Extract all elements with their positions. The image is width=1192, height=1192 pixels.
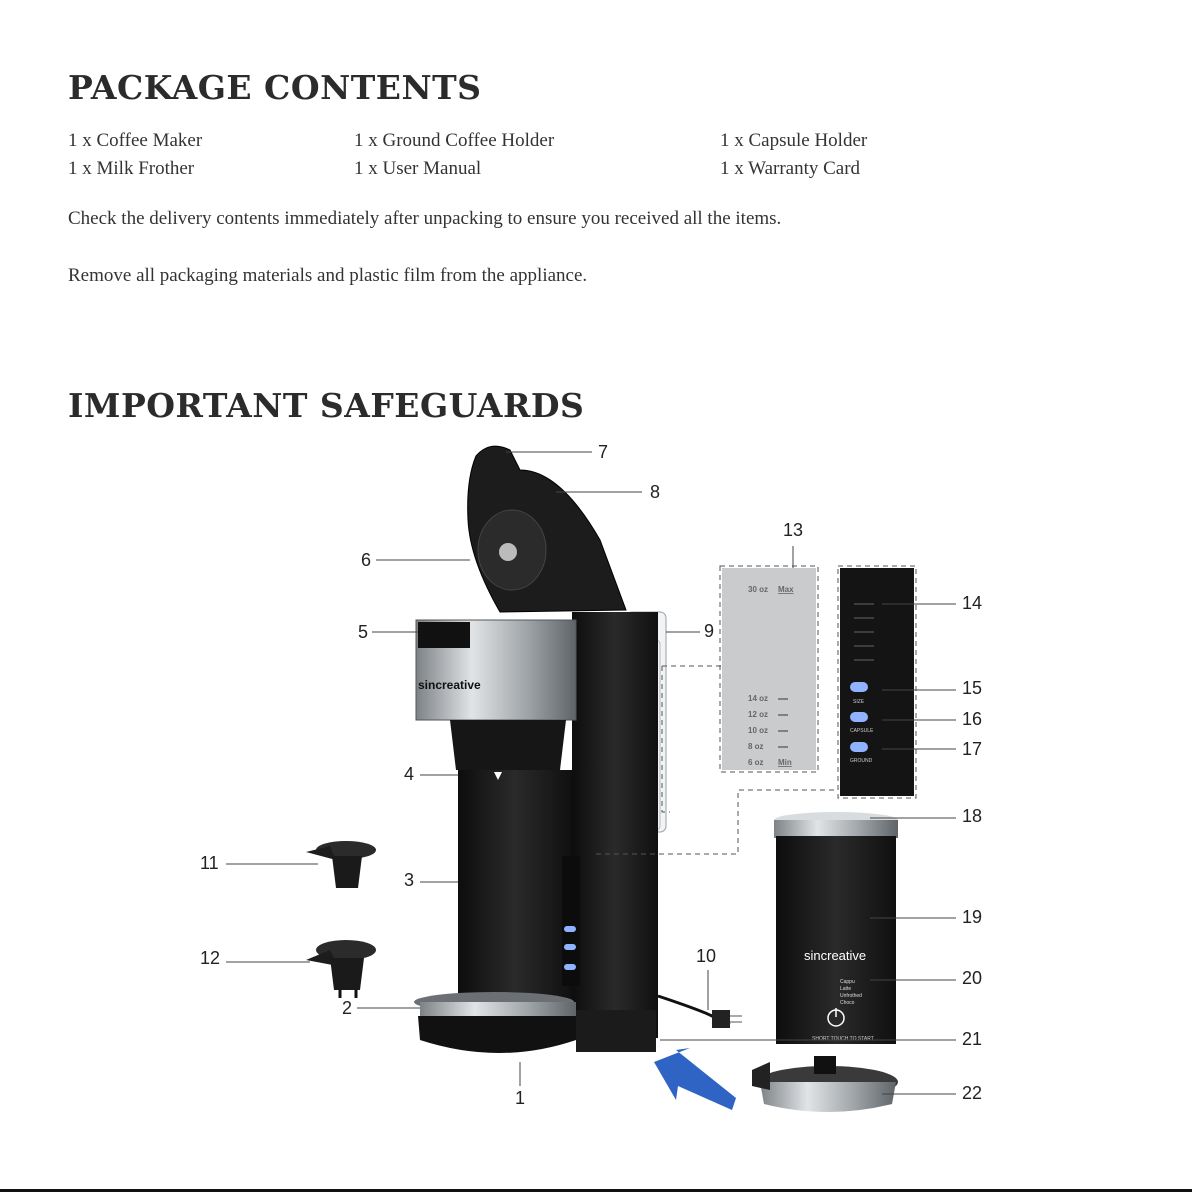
frother-mode: Unfrothed	[840, 993, 862, 999]
callout-16: 16	[962, 709, 982, 730]
frother-mode: Choco	[840, 1000, 855, 1006]
check-contents-text: Check the delivery contents immediately …	[68, 208, 781, 230]
callout-13: 13	[783, 520, 803, 541]
scale-label: 8 oz	[748, 742, 764, 751]
callout-22: 22	[962, 1083, 982, 1104]
frother-start-text: SHORT TOUCH TO START	[812, 1036, 874, 1042]
brand-text: sincreative	[418, 678, 481, 692]
callout-2: 2	[342, 998, 352, 1019]
remove-packaging-text: Remove all packaging materials and plast…	[68, 265, 587, 287]
callout-4: 4	[404, 764, 414, 785]
arrow-icon	[654, 1048, 736, 1110]
content-item: 1 x User Manual	[354, 158, 481, 180]
callout-3: 3	[404, 870, 414, 891]
scale-label: Min	[778, 758, 792, 767]
scale-label: 30 oz	[748, 585, 768, 594]
content-item: 1 x Capsule Holder	[720, 130, 867, 152]
scale-label: Max	[778, 585, 794, 594]
content-item: 1 x Ground Coffee Holder	[354, 130, 554, 152]
frother-mode: Latte	[840, 986, 851, 992]
callout-15: 15	[962, 678, 982, 699]
tank-scale-panel: 30 oz Max 14 oz 12 oz 10 oz 8 oz 6 oz Mi…	[722, 568, 816, 770]
frother-brand-text: sincreative	[804, 948, 866, 963]
callout-12: 12	[200, 948, 220, 969]
panel-label: SIZE	[853, 699, 865, 705]
callout-10: 10	[696, 946, 716, 967]
milk-frother: sincreative Cappu Latte Unfrothed Choco …	[752, 812, 898, 1112]
callout-6: 6	[361, 550, 371, 571]
coffee-maker: sincreative	[414, 446, 742, 1053]
frother-mode: Cappu	[840, 979, 855, 985]
size-button-icon	[850, 682, 868, 692]
callout-20: 20	[962, 968, 982, 989]
callout-21: 21	[962, 1029, 982, 1050]
callout-1: 1	[515, 1088, 525, 1109]
package-contents-title: PACKAGE CONTENTS	[68, 68, 482, 107]
callout-5: 5	[358, 622, 368, 643]
content-item: 1 x Coffee Maker	[68, 130, 202, 152]
content-item: 1 x Warranty Card	[720, 158, 860, 180]
control-panel-zoom: SIZE CAPSULE GROUND	[840, 568, 914, 796]
scale-label: 12 oz	[748, 710, 768, 719]
callout-7: 7	[598, 442, 608, 463]
callout-18: 18	[962, 806, 982, 827]
callout-14: 14	[962, 593, 982, 614]
scale-label: 6 oz	[748, 758, 764, 767]
ground-coffee-holder	[306, 940, 376, 998]
capsule-button-icon	[850, 712, 868, 722]
panel-label: GROUND	[850, 758, 873, 764]
panel-label: CAPSULE	[850, 728, 874, 734]
important-safeguards-title: IMPORTANT SAFEGUARDS	[68, 386, 584, 425]
scale-label: 10 oz	[748, 726, 768, 735]
callout-17: 17	[962, 739, 982, 760]
scale-label: 14 oz	[748, 694, 768, 703]
product-diagram: sincreative 30 oz Max 14 o	[0, 430, 1192, 1190]
content-item: 1 x Milk Frother	[68, 158, 194, 180]
callout-19: 19	[962, 907, 982, 928]
ground-button-icon	[850, 742, 868, 752]
callout-11: 11	[200, 853, 219, 874]
callout-8: 8	[650, 482, 660, 503]
callout-9: 9	[704, 621, 714, 642]
